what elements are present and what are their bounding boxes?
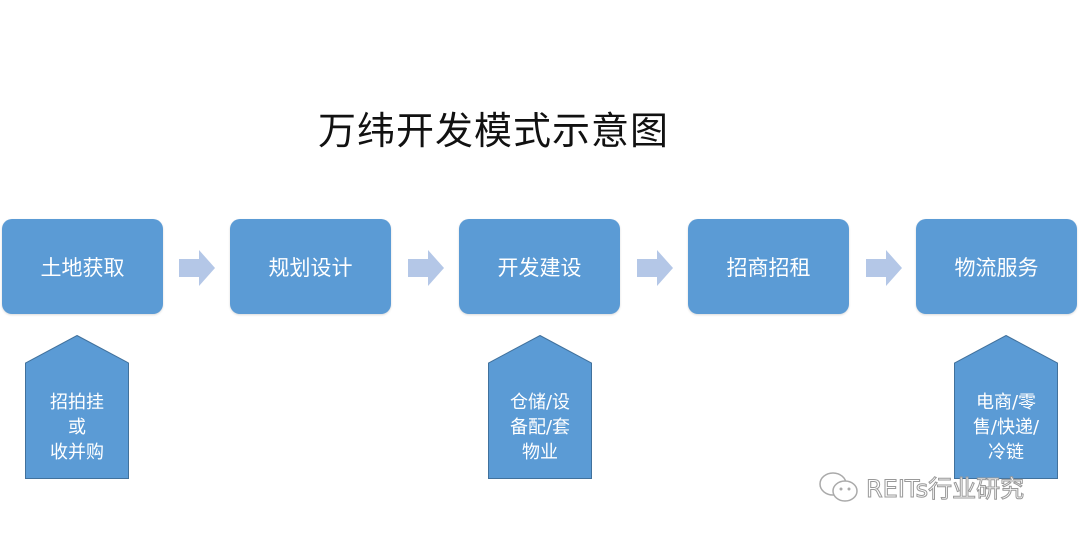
callout-land-methods: 招拍挂 或 收并购 bbox=[25, 335, 129, 479]
callout-service-clients: 电商/零 售/快递/ 冷链 bbox=[954, 335, 1058, 479]
callout-line: 冷链 bbox=[988, 441, 1024, 463]
callout-line: 收并购 bbox=[50, 441, 104, 463]
watermark: REITs行业研究 bbox=[818, 469, 1025, 504]
watermark-text: REITs行业研究 bbox=[865, 475, 1025, 504]
step-planning-design: 规划设计 bbox=[230, 219, 391, 314]
arrow-right-icon bbox=[637, 250, 673, 286]
step-development-construction: 开发建设 bbox=[459, 219, 620, 314]
arrow-right-icon bbox=[408, 250, 444, 286]
callout-line: 或 bbox=[68, 416, 86, 438]
callout-line: 备配/套 bbox=[509, 416, 571, 438]
callout-line: 仓储/设 bbox=[509, 391, 571, 413]
callout-line: 电商/零 bbox=[975, 391, 1037, 413]
wechat-icon bbox=[819, 471, 858, 502]
step-leasing: 招商招租 bbox=[688, 219, 849, 314]
arrow-right-icon bbox=[179, 250, 215, 286]
step-logistics-service: 物流服务 bbox=[916, 219, 1077, 314]
arrow-right-icon bbox=[866, 250, 902, 286]
callout-line: 招拍挂 bbox=[50, 391, 104, 413]
step-land-acquisition: 土地获取 bbox=[2, 219, 163, 314]
callout-line: 物业 bbox=[522, 441, 558, 463]
diagram-title: 万纬开发模式示意图 bbox=[318, 109, 670, 153]
callout-line: 售/快递/ bbox=[972, 416, 1040, 438]
callout-construction-types: 仓储/设 备配/套 物业 bbox=[488, 335, 592, 479]
